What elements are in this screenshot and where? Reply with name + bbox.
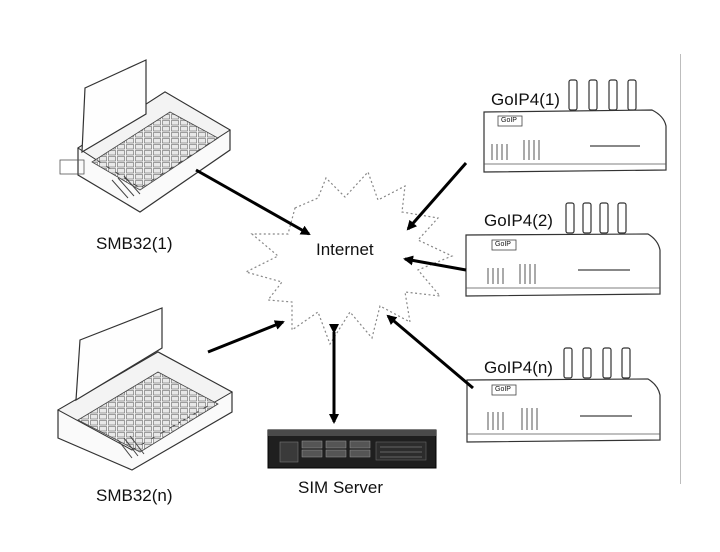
sim-server-label: SIM Server — [298, 478, 384, 497]
goip4-n-badge: GoIP — [495, 386, 511, 393]
internet-label: Internet — [316, 240, 374, 259]
arrow-smb32-n-to-internet — [207, 320, 285, 354]
right-border-line — [680, 54, 681, 484]
arrow-smb32-1-to-internet — [195, 168, 311, 236]
goip4-1-label: GoIP4(1) — [491, 90, 560, 109]
smb32-1-device — [59, 59, 231, 213]
sim-server-device — [267, 429, 437, 469]
goip4-n-label: GoIP4(n) — [484, 358, 553, 377]
internet-cloud — [244, 170, 454, 346]
goip4-1-device — [483, 79, 667, 173]
smb32-n-device — [56, 307, 234, 471]
arrow-goip4-1-to-internet — [406, 162, 468, 231]
smb32-n-label: SMB32(n) — [96, 486, 173, 505]
goip4-1-badge: GoIP — [501, 117, 517, 124]
goip4-2-device — [465, 202, 661, 297]
arrow-goip4-n-to-internet — [386, 314, 474, 390]
goip4-n-device — [466, 347, 661, 443]
arrow-goip4-2-to-internet — [403, 255, 467, 272]
goip4-2-badge: GoIP — [495, 241, 511, 248]
smb32-1-label: SMB32(1) — [96, 234, 173, 253]
goip4-2-label: GoIP4(2) — [484, 211, 553, 230]
